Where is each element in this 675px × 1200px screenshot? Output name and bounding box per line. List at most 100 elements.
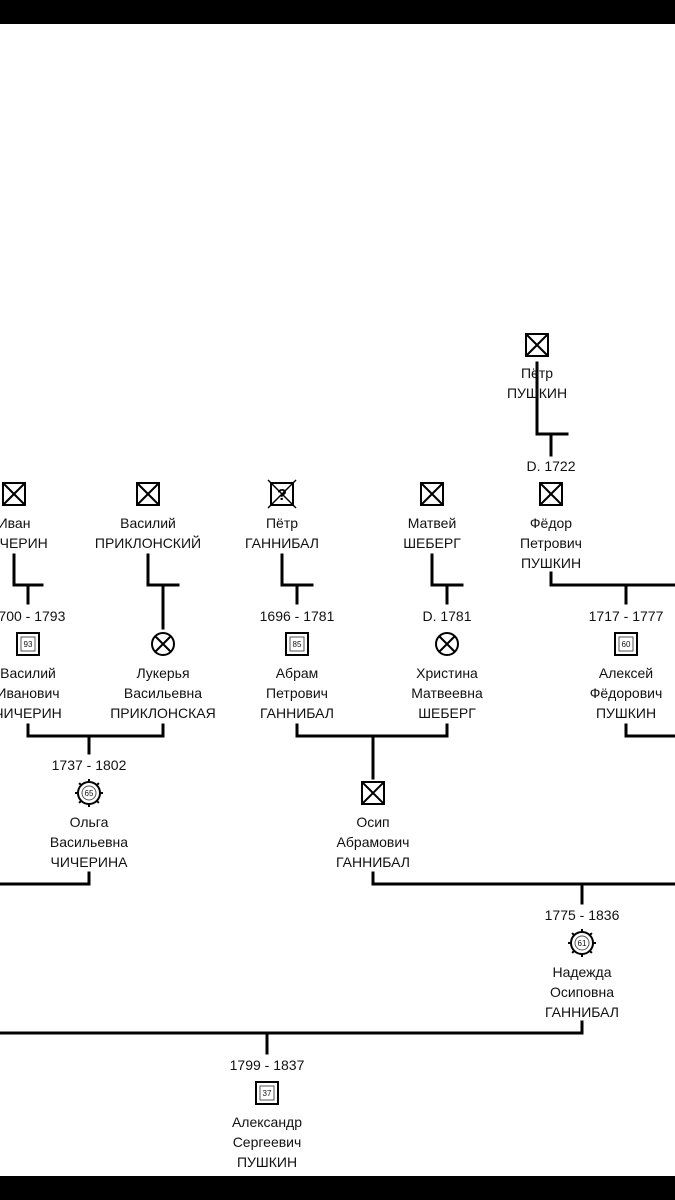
person-name-line: Васильевна bbox=[124, 685, 202, 701]
deceased-cross-icon bbox=[540, 483, 562, 505]
person-name-line: Василий bbox=[0, 665, 56, 681]
person-name-line: Ольга bbox=[70, 814, 109, 830]
unknown-mark: ? bbox=[277, 487, 287, 504]
person-name-line: ГАННИБАЛ bbox=[545, 1004, 619, 1020]
bottom-black-bar bbox=[0, 1176, 675, 1200]
person-name-line: Петрович bbox=[266, 685, 328, 701]
life-dates: 1700 - 1793 bbox=[0, 608, 66, 624]
connector-lines bbox=[0, 361, 675, 1055]
lukerya-symbol bbox=[151, 632, 175, 656]
connector-chicherin-couple bbox=[26, 723, 165, 738]
connector-olga-left bbox=[0, 871, 91, 886]
life-dates: 1799 - 1837 bbox=[230, 1057, 305, 1073]
male-square-icon bbox=[614, 632, 638, 656]
person-name-line: Сергеевич bbox=[233, 1134, 302, 1150]
connector-matvey bbox=[430, 553, 464, 587]
person-name-line: Фёдор bbox=[530, 515, 572, 531]
person-name-line: ПРИКЛОНСКАЯ bbox=[110, 705, 216, 721]
connector-petr-pushkin bbox=[535, 361, 569, 436]
deceased-cross-icon bbox=[421, 483, 443, 505]
person-name-line: Васильевна bbox=[50, 834, 128, 850]
person-name-line: ПРИКЛОНСКИЙ bbox=[95, 534, 201, 551]
life-dates: 1737 - 1802 bbox=[52, 757, 127, 773]
person-name-line: ПУШКИН bbox=[521, 555, 581, 571]
connector-vasily-p bbox=[146, 553, 180, 587]
person-name-line: Александр bbox=[232, 1114, 302, 1130]
vasily_p-symbol bbox=[136, 482, 160, 506]
osip-symbol bbox=[361, 781, 385, 805]
person-name-line: ГАННИБАЛ bbox=[336, 854, 410, 870]
person-name-line: ШЕБЕРГ bbox=[418, 705, 476, 721]
connector-gannibal-couple bbox=[295, 723, 449, 738]
person-name-line: ПУШКИН bbox=[237, 1154, 297, 1170]
person-name-line: Алексей bbox=[599, 665, 653, 681]
age-label: 85 bbox=[293, 640, 302, 649]
fedor-symbol bbox=[539, 482, 563, 506]
person-ivan: ИванЧИЧЕРИН bbox=[0, 482, 48, 551]
person-name-line: ГАННИБАЛ bbox=[260, 705, 334, 721]
olga-symbol: 65 bbox=[75, 779, 103, 807]
person-name-line: ЧИЧЕРИНА bbox=[51, 854, 129, 870]
age-label: 61 bbox=[578, 939, 587, 948]
person-name-line: Абрамович bbox=[337, 834, 410, 850]
deceased-cross-icon bbox=[438, 635, 456, 653]
top-black-bar bbox=[0, 0, 675, 24]
person-name-line: Христина bbox=[416, 665, 478, 681]
deceased-cross-icon bbox=[154, 635, 172, 653]
person-name-line: Фёдорович bbox=[590, 685, 663, 701]
person-name-line: Осип bbox=[356, 814, 389, 830]
vasily_ch-symbol: 93 bbox=[16, 632, 40, 656]
people-layer: ИванЧИЧЕРИНВасилийПРИКЛОНСКИЙ?ПётрГАННИБ… bbox=[0, 333, 664, 1170]
deceased-cross-icon bbox=[3, 483, 25, 505]
person-name-line: Матвей bbox=[408, 515, 457, 531]
life-dates: 1717 - 1777 bbox=[589, 608, 664, 624]
male-square-icon bbox=[255, 1081, 279, 1105]
life-dates: D. 1781 bbox=[422, 608, 471, 624]
alexey-symbol: 60 bbox=[614, 632, 638, 656]
connector-ivan bbox=[12, 553, 44, 587]
petr_g-symbol: ? bbox=[267, 479, 297, 509]
connector-petr-g bbox=[280, 553, 314, 587]
matvey-symbol bbox=[420, 482, 444, 506]
age-label: 65 bbox=[85, 789, 94, 798]
connector-fedor-right bbox=[549, 571, 675, 587]
male-square-icon bbox=[285, 632, 309, 656]
person-name-line: Осиповна bbox=[550, 984, 614, 1000]
alexander-symbol: 37 bbox=[255, 1081, 279, 1105]
age-label: 60 bbox=[622, 640, 631, 649]
ivan-symbol bbox=[2, 482, 26, 506]
age-label: 93 bbox=[24, 640, 33, 649]
abram-symbol: 85 bbox=[285, 632, 309, 656]
connector-pushkin-couple bbox=[624, 723, 675, 738]
nadezhda-symbol: 61 bbox=[568, 929, 596, 957]
person-name-line: Пётр bbox=[521, 365, 553, 381]
person-name-line: Иванович bbox=[0, 685, 60, 701]
age-label: 37 bbox=[263, 1089, 272, 1098]
life-dates: 1696 - 1781 bbox=[260, 608, 335, 624]
person-name-line: ЧИЧЕРИН bbox=[0, 705, 62, 721]
person-name-line: ШЕБЕРГ bbox=[403, 535, 461, 551]
hristina-symbol bbox=[435, 632, 459, 656]
person-name-line: Надежда bbox=[552, 964, 611, 980]
person-name-line: ГАННИБАЛ bbox=[245, 535, 319, 551]
person-name-line: Василий bbox=[120, 515, 176, 531]
person-name-line: Лукерья bbox=[136, 665, 189, 681]
person-name-line: ПУШКИН bbox=[507, 385, 567, 401]
connector-osip-right bbox=[371, 871, 675, 886]
life-dates: 1775 - 1836 bbox=[545, 907, 620, 923]
person-name-line: Иван bbox=[0, 515, 30, 531]
person-name-line: Пётр bbox=[266, 515, 298, 531]
